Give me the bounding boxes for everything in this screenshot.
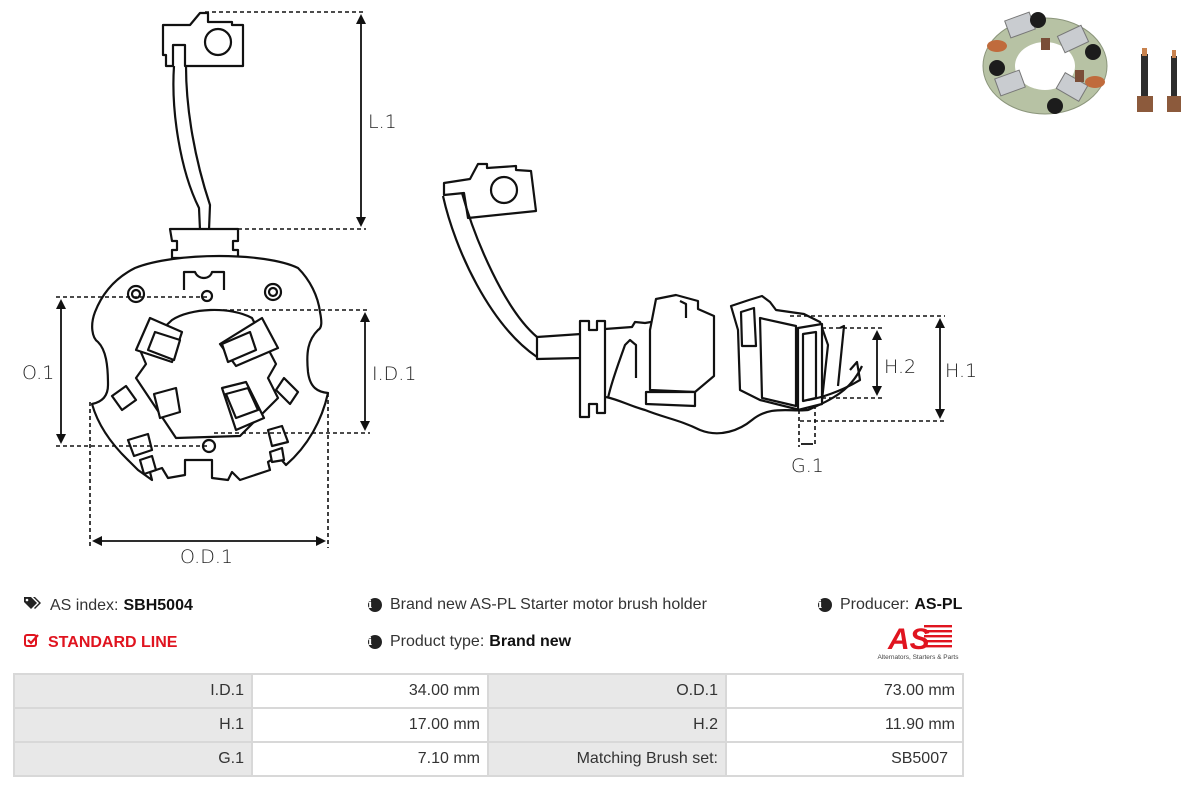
producer-value: AS-PL (914, 596, 963, 613)
brush-box (152, 386, 182, 420)
top-view-drawing: L.1 O.1 I.D.1 O.D.1 (22, 11, 416, 568)
as-index-value: SBH5004 (123, 596, 193, 614)
spec-value: 17.00 mm (251, 707, 489, 743)
spec-key: O.D.1 (487, 673, 727, 709)
spec-table: I.D.1 34.00 mm O.D.1 73.00 mm H.1 17.00 … (13, 673, 964, 777)
spec-value: 34.00 mm (251, 673, 489, 709)
label-o1: O.1 (22, 362, 54, 384)
as-logo-text: AS (887, 623, 930, 654)
label-l1: L.1 (368, 111, 397, 133)
spec-key: I.D.1 (13, 673, 253, 709)
spec-key: G.1 (13, 741, 253, 777)
technical-drawing: L.1 O.1 I.D.1 O.D.1 (22, 11, 977, 568)
brush-plate (90, 254, 330, 482)
as-logo-tagline: Alternators, Starters & Parts (877, 654, 959, 661)
table-row: I.D.1 34.00 mm O.D.1 73.00 mm (13, 673, 964, 709)
spec-key: H.1 (13, 707, 253, 743)
as-logo-mark: AS (887, 623, 952, 656)
as-logo: AS Alternators, Starters & Parts (868, 622, 968, 664)
producer-label: Producer: (840, 596, 910, 613)
standard-line-label: STANDARD LINE (48, 633, 178, 651)
spec-key: Matching Brush set: (487, 741, 727, 777)
product-type-value: Brand new (489, 633, 572, 650)
label-h2: H.2 (884, 356, 916, 378)
label-id1: I.D.1 (372, 363, 416, 385)
label-g1: G.1 (791, 455, 824, 477)
table-row: H.1 17.00 mm H.2 11.90 mm (13, 707, 964, 743)
tags-icon (24, 596, 42, 615)
product-line: STANDARD LINE (24, 633, 177, 652)
as-index: AS index: SBH5004 (24, 596, 193, 615)
spec-key: H.2 (487, 707, 727, 743)
producer: i Producer: AS-PL (818, 596, 962, 614)
info-icon: i (368, 598, 382, 612)
product-type-label: Product type: (390, 633, 485, 650)
checkbox-checked-icon (24, 633, 40, 652)
spec-value: 73.00 mm (725, 673, 964, 709)
spec-value: 11.90 mm (725, 707, 964, 743)
brush-box (218, 316, 280, 368)
spec-value: 7.10 mm (251, 741, 489, 777)
brush-box (220, 380, 266, 432)
table-row: G.1 7.10 mm Matching Brush set: SB5007 (13, 741, 964, 777)
description: i Brand new AS-PL Starter motor brush ho… (368, 596, 707, 614)
side-view-drawing: H.1 H.2 G.1 (441, 162, 977, 477)
info-icon: i (368, 635, 382, 649)
product-photo (982, 11, 1181, 115)
label-h1: H.1 (945, 360, 977, 382)
spec-value: SB5007 (725, 741, 964, 777)
brush-box (134, 316, 184, 364)
label-od1: O.D.1 (180, 546, 233, 568)
info-icon: i (818, 598, 832, 612)
description-text: Brand new AS-PL Starter motor brush hold… (390, 596, 707, 613)
as-index-label: AS index: (50, 596, 119, 614)
product-type: i Product type: Brand new (368, 633, 571, 651)
